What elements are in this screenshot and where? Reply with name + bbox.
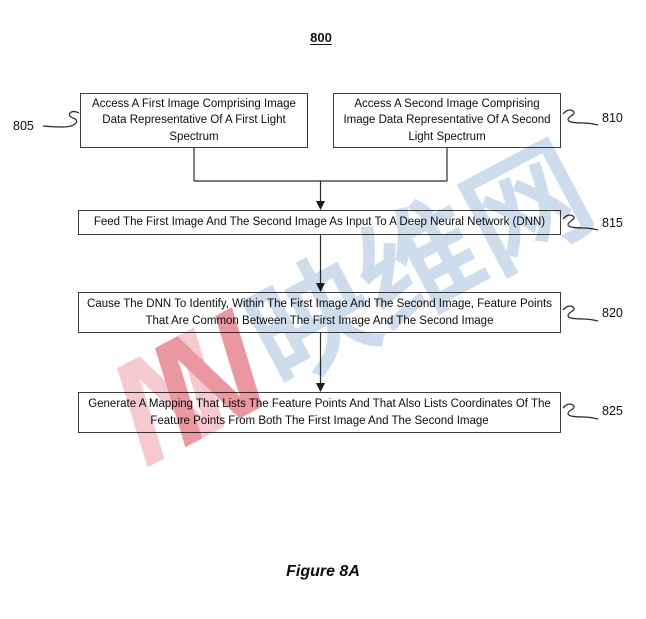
flow-step-805-text: Access A First Image Comprising Image Da… (92, 97, 296, 143)
flow-step-810-text: Access A Second Image Comprising Image D… (343, 97, 551, 143)
flow-step-815-text: Feed The First Image And The Second Imag… (93, 216, 546, 229)
leader-squiggle-805 (42, 110, 80, 128)
ref-label-805: 805 (13, 119, 34, 133)
leader-squiggle-815 (562, 214, 599, 231)
leader-squiggle-825 (562, 403, 599, 420)
leader-squiggle-820 (562, 305, 599, 322)
arrowhead-into-815 (316, 201, 325, 210)
flow-step-810-box: Access A Second Image Comprising Image D… (333, 93, 561, 148)
arrowhead-into-820 (316, 283, 325, 292)
ref-label-825: 825 (602, 404, 623, 418)
leader-squiggle-810 (562, 109, 599, 126)
flow-step-815-box: Feed The First Image And The Second Imag… (78, 210, 561, 235)
flow-step-805-box: Access A First Image Comprising Image Da… (80, 93, 308, 148)
flow-step-825-text: Generate A Mapping That Lists The Featur… (88, 398, 551, 427)
ref-label-810: 810 (602, 111, 623, 125)
figure-caption: Figure 8A (286, 563, 360, 580)
arrowhead-into-825 (316, 383, 325, 392)
ref-label-815: 815 (602, 216, 623, 230)
flow-step-820-text: Cause The DNN To Identify, Within The Fi… (87, 298, 552, 327)
flow-step-820-box: Cause The DNN To Identify, Within The Fi… (78, 292, 561, 333)
figure-number-label: 800 (310, 30, 332, 45)
flow-step-825-box: Generate A Mapping That Lists The Featur… (78, 392, 561, 433)
ref-label-820: 820 (602, 306, 623, 320)
